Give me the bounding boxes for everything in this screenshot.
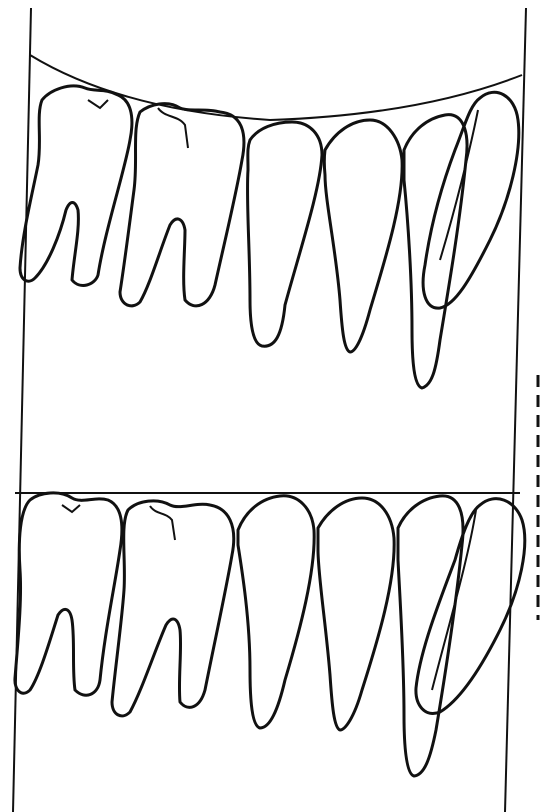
premolar-1-lower: [238, 496, 314, 728]
canine-lower: [398, 496, 463, 776]
bottom-panel: [15, 493, 525, 776]
molar-1: [20, 86, 132, 286]
top-panel: [20, 55, 522, 388]
molar-2-lower: [112, 501, 234, 716]
right-frame-line: [505, 8, 526, 812]
molar-2-lower-groove: [150, 506, 175, 540]
canine: [404, 115, 467, 388]
impacted-tooth: [423, 92, 519, 308]
premolar-1: [247, 122, 322, 346]
molar-2: [120, 104, 244, 306]
impacted-tooth-outline-inner: [440, 110, 478, 260]
premolar-2-lower: [318, 498, 394, 730]
molar-2-groove: [158, 108, 188, 148]
molar-1-groove: [88, 100, 108, 108]
molar-1-lower: [15, 493, 122, 695]
occlusal-curve: [30, 55, 522, 120]
premolar-2: [324, 120, 402, 352]
molar-1-lower-groove: [62, 505, 80, 512]
